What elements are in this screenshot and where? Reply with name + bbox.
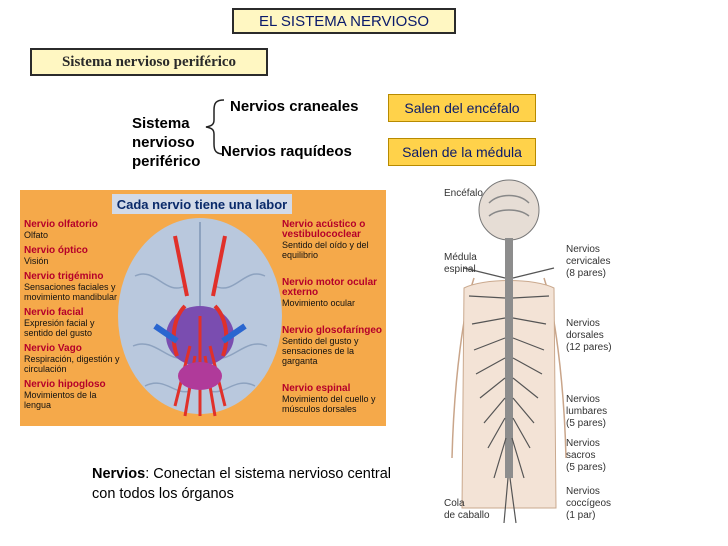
cranial-item-desc: Sensaciones faciales y movimiento mandib… [24,282,118,302]
sistema-label-line-2: nervioso [132,134,195,151]
section-heading: Sistema nervioso periférico [30,48,268,76]
cranial-item-desc: Movimientos de la lengua [24,390,97,410]
cranial-item-name: Nervio Vago [24,343,82,354]
cranial-item-desc: Movimiento ocular [282,298,356,308]
page-title: EL SISTEMA NERVIOSO [232,8,456,34]
body-spine-illustration [451,179,567,524]
cranial-item-name: Nervio glosofaríngeo [282,325,383,336]
cranial-item-name: Nervio acústico o vestibulococlear [282,219,366,240]
branch-raquideos: Nervios raquídeos [221,143,352,160]
label-lumbares: Nervios lumbares (5 pares) [566,394,608,429]
label-medula-espinal: Médula espinal [444,252,477,275]
cranial-item-desc: Olfato [24,230,49,240]
cranial-item-desc: Expresión facial y sentido del gusto [24,318,95,338]
cranial-item-name: Nervio óptico [24,245,88,256]
cranial-item-desc: Visión [24,256,49,266]
spinal-nerves-figure: Encéfalo Médula espinal Nervios cervical… [418,178,618,534]
cranial-item-name: Nervio olfatorio [24,219,98,230]
cranial-item-desc: Respiración, digestión y circulación [24,354,120,374]
footer-definition: Nervios: Conectan el sistema nervioso ce… [92,464,392,504]
label-sacros: Nervios sacros (5 pares) [566,438,607,473]
cranial-item-name: Nervio facial [24,307,84,318]
sistema-label-line-3: periférico [132,153,201,170]
cranial-item-name: Nervio motor ocular externo [282,277,378,298]
footer-description: : Conectan el sistema nervioso central c… [92,466,392,502]
footer-term: Nervios [92,466,146,482]
figure-banner: Cada nervio tiene una labor [112,194,292,214]
sistema-label-line-1: Sistema [132,115,190,132]
label-dorsales: Nervios dorsales (12 pares) [566,318,612,353]
cranial-nerves-figure: Cada nervio tiene una labor Nervio olfat… [20,190,386,426]
cranial-item-desc: Movimiento del cuello y músculos dorsale… [282,394,376,414]
branch-craneales: Nervios craneales [230,98,359,115]
label-cola-caballo: Cola de caballo [444,498,490,521]
cranial-item-desc: Sentido del oído y del equilibrio [282,240,369,260]
label-coccigeos: Nervios coccígeos (1 par) [566,486,612,521]
cranial-item-name: Nervio trigémino [24,271,104,282]
brain-illustration [118,218,282,417]
label-encefalo: Encéfalo [444,188,483,199]
cranial-item-name: Nervio espinal [282,383,351,394]
cranial-item-desc: Sentido del gusto y sensaciones de la ga… [282,336,359,366]
tag-medula: Salen de la médula [388,138,536,166]
sistema-label: Sistema nervioso periférico [132,114,200,171]
label-cervicales: Nervios cervicales (8 pares) [566,244,611,279]
brace-icon [205,99,225,155]
cranial-item-name: Nervio hipogloso [24,379,106,390]
tag-encefalo: Salen del encéfalo [388,94,536,122]
